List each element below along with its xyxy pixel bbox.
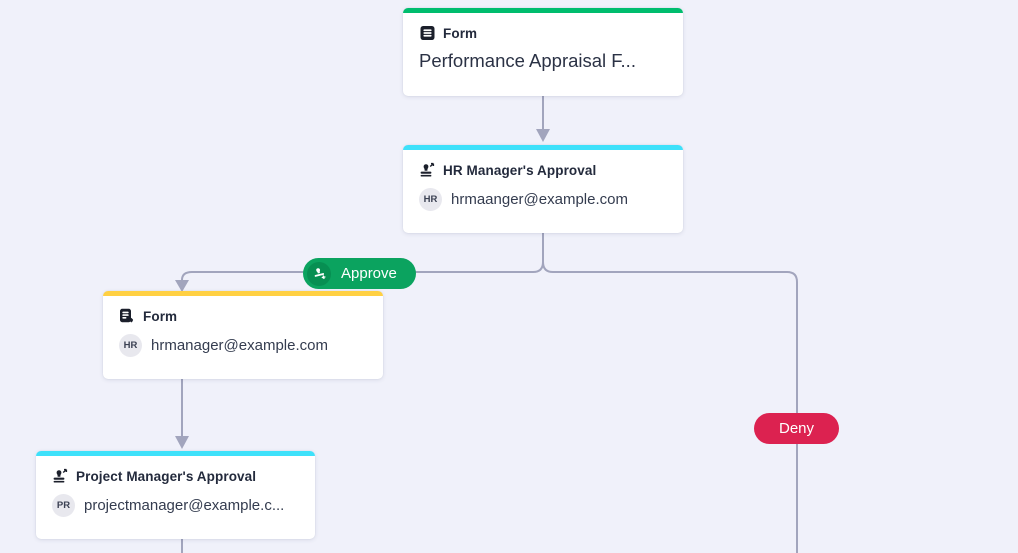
approve-branch-label: Approve	[341, 265, 397, 282]
approval-stamp-icon	[419, 162, 435, 178]
node-type-label: Form	[443, 25, 478, 41]
node-accent-bar	[103, 291, 383, 296]
node-form-start[interactable]: Form Performance Appraisal F...	[403, 8, 683, 96]
node-type-label: Form	[143, 308, 178, 324]
assignee-avatar: HR	[119, 334, 142, 357]
assignee-email: hrmanager@example.com	[151, 337, 328, 354]
deny-branch-label: Deny	[779, 420, 815, 437]
node-accent-bar	[403, 145, 683, 150]
assignee-email: projectmanager@example.c...	[84, 497, 285, 514]
node-title: Project Manager's Approval	[76, 468, 257, 484]
assignee-email: hrmaanger@example.com	[451, 191, 628, 208]
form-icon	[419, 25, 435, 41]
form-send-icon	[119, 308, 135, 324]
node-hr-approval[interactable]: HR Manager's Approval HR hrmaanger@examp…	[403, 145, 683, 233]
node-hr-form[interactable]: Form HR hrmanager@example.com	[103, 291, 383, 379]
approval-stamp-icon	[52, 468, 68, 484]
deny-branch-badge[interactable]: Deny	[754, 413, 840, 444]
node-accent-bar	[403, 8, 683, 13]
assignee-avatar: PR	[52, 494, 75, 517]
form-title: Performance Appraisal F...	[419, 50, 636, 71]
approve-branch-badge[interactable]: Approve	[303, 258, 416, 289]
assignee-avatar: HR	[419, 188, 442, 211]
node-accent-bar	[36, 451, 315, 456]
node-title: HR Manager's Approval	[443, 162, 597, 178]
stamp-plus-icon	[307, 261, 331, 286]
node-pm-approval[interactable]: Project Manager's Approval PR projectman…	[36, 451, 315, 539]
